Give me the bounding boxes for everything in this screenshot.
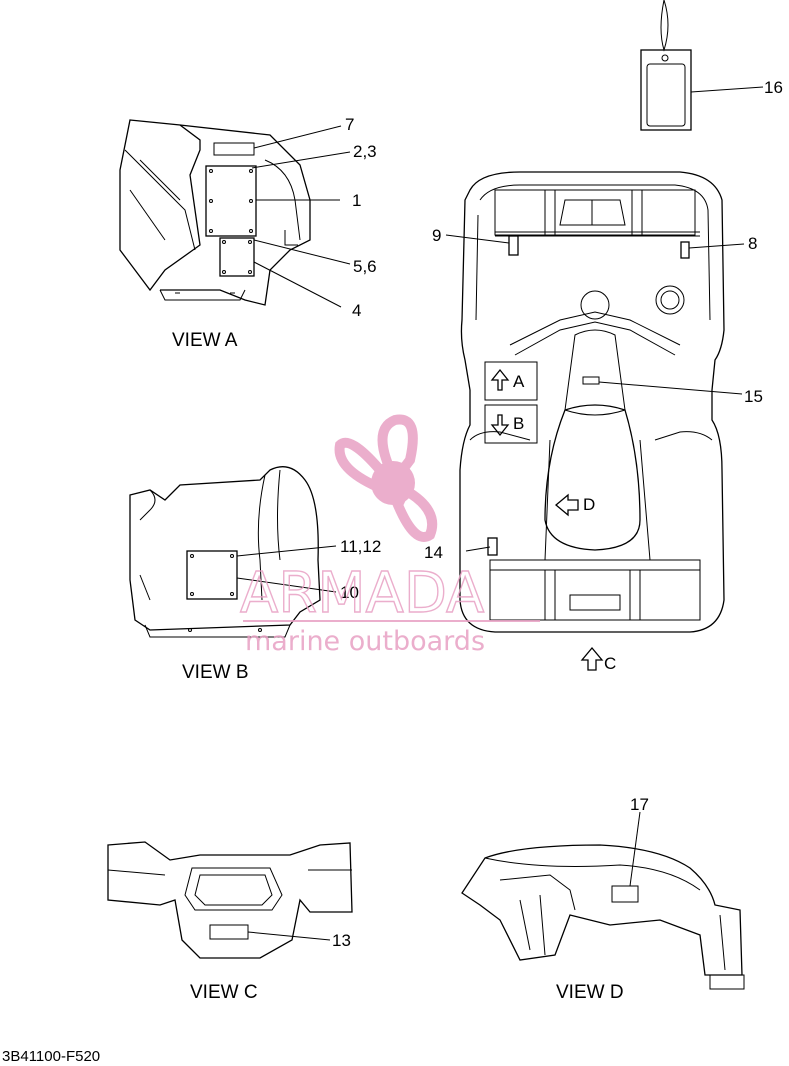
diagram-code: 3B41100-F520 [2, 1048, 100, 1065]
callout-5-6: 5,6 [353, 257, 377, 276]
watermark-tagline: marine outboards [245, 626, 485, 657]
arrow-label-b: B [513, 414, 524, 433]
view-d-illustration [461, 844, 745, 990]
leader-16 [690, 86, 764, 93]
view-b-illustration [129, 466, 321, 638]
leader-14 [465, 546, 491, 552]
watermark-brand: ARMADA [240, 561, 484, 626]
callout-17: 17 [630, 795, 649, 814]
callout-8: 8 [748, 234, 757, 253]
leader-9 [445, 234, 510, 244]
atv-top-view-illustration [459, 171, 725, 633]
leader-11-12 [236, 545, 337, 557]
callout-13: 13 [332, 931, 351, 950]
arrow-label-d: D [583, 495, 595, 514]
view-a-caption: VIEW A [172, 330, 238, 351]
view-c-caption: VIEW C [190, 982, 258, 1003]
leader-15 [598, 381, 743, 395]
callout-9: 9 [432, 226, 441, 245]
leader-10 [236, 577, 337, 593]
view-b-caption: VIEW B [182, 662, 249, 683]
leader-5-6 [253, 239, 351, 265]
armada-watermark: ARMADA marine outboards [239, 414, 540, 657]
callout-16: 16 [764, 78, 783, 97]
callout-4: 4 [352, 301, 361, 320]
leader-17 [629, 811, 641, 887]
callout-1: 1 [352, 191, 361, 210]
leader-13 [247, 931, 331, 941]
view-c-illustration [107, 841, 353, 959]
callout-7: 7 [345, 115, 354, 134]
hang-tag-illustration [640, 0, 692, 131]
leader-4 [253, 261, 342, 308]
callout-10: 10 [340, 583, 359, 602]
propeller-icon [334, 414, 438, 542]
arrow-c-icon [580, 646, 604, 671]
callout-14: 14 [424, 543, 443, 562]
callout-2-3: 2,3 [353, 142, 377, 161]
leader-2-3 [251, 151, 351, 169]
view-d-caption: VIEW D [556, 982, 624, 1003]
view-a-illustration [119, 119, 311, 306]
leader-8 [688, 243, 745, 249]
arrow-label-c: C [604, 654, 616, 673]
leader-7 [253, 125, 342, 149]
callout-11-12: 11,12 [340, 537, 381, 556]
arrow-label-a: A [513, 372, 525, 391]
callout-15: 15 [744, 387, 763, 406]
